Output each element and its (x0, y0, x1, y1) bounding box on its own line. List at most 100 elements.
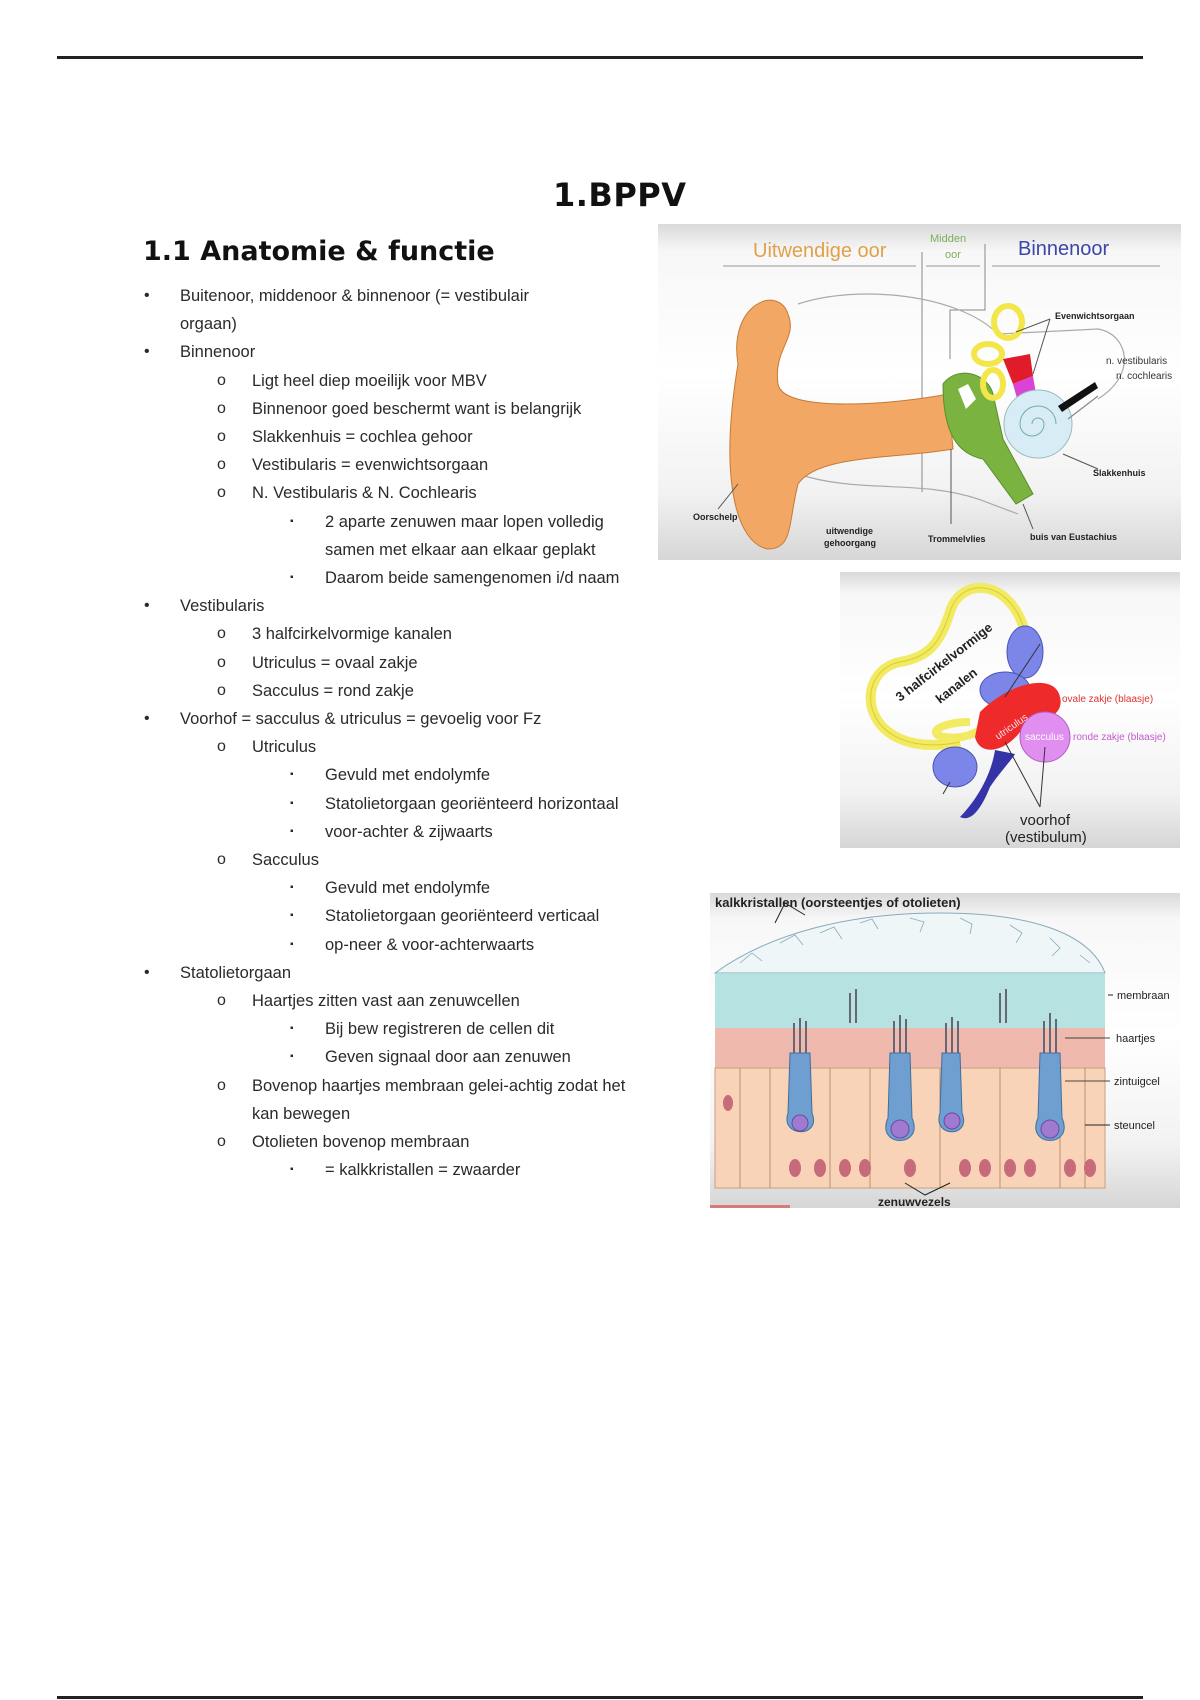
list-item-text: Utriculus = ovaal zakje (252, 653, 418, 672)
label-zintuigcel: zintuigcel (1114, 1076, 1160, 1088)
list-item-text: Ligt heel diep moeilijk voor MBV (252, 371, 487, 390)
bullet-marker-icon: • (144, 343, 150, 361)
label-steuncel: steuncel (1114, 1120, 1155, 1132)
bullet-marker-icon: o (217, 992, 226, 1009)
bullet-marker-icon: o (217, 851, 226, 868)
list-item-text: N. Vestibularis & N. Cochlearis (252, 484, 477, 503)
bullet-marker-icon: ▪ (290, 938, 294, 950)
document-title: 1.BPPV (553, 176, 687, 214)
label-gehoorgang-1: uitwendige (826, 526, 873, 536)
list-item-level-3: ▪ op-neer & voor-achterwaarts (290, 931, 535, 959)
list-item-text: = kalkkristallen = zwaarder (325, 1161, 521, 1180)
label-ronde-zakje: ronde zakje (blaasje) (1073, 732, 1166, 743)
bullet-marker-icon: o (217, 1133, 226, 1150)
header-middle-ear-1: Midden (930, 233, 966, 245)
bullet-marker-icon: o (217, 456, 226, 474)
list-item-text: Bij bew registreren de cellen dit (325, 1020, 555, 1039)
list-item-text: Bovenop haartjes membraan gelei-achtig z… (252, 1076, 626, 1095)
list-item-level-1: • Binnenoor (144, 338, 256, 366)
list-item-level-2: o Ligt heel diep moeilijk voor MBV (217, 367, 487, 395)
list-item-text: Haartjes zitten vast aan zenuwcellen (252, 992, 520, 1010)
list-item-text: samen met elkaar aan elkaar geplakt (325, 540, 596, 559)
list-item-continuation: orgaan) (180, 310, 237, 338)
label-n-cochlearis: n. cochlearis (1116, 371, 1172, 382)
bullet-marker-icon: ▪ (290, 1023, 294, 1035)
bullet-marker-icon: o (217, 399, 226, 417)
video-progress-bar (710, 1205, 790, 1208)
list-item-level-3: ▪Daarom beide samengenomen i/d naam (290, 564, 620, 592)
list-item-text: Gevuld met endolymfe (325, 766, 491, 785)
label-oorschelp: Oorschelp (693, 512, 738, 522)
list-item-text: Utriculus (252, 738, 317, 757)
list-item-text: Voorhof = sacculus & utriculus = gevoeli… (180, 710, 542, 728)
list-item-level-2: o Vestibularis = evenwichtsorgaan (217, 451, 489, 479)
list-item-text: Vestibularis = evenwichtsorgaan (252, 456, 489, 475)
list-item-text: Sacculus = rond zakje (252, 681, 414, 700)
label-vestibulum: (vestibulum) (1005, 829, 1087, 846)
list-item-level-2: o Bovenop haartjes membraan gelei-achtig … (217, 1072, 626, 1100)
footer-rule (57, 1696, 1143, 1699)
list-item-text: Buitenoor, middenoor & binnenoor (= vest… (180, 287, 530, 305)
list-item-text: Statolietorgaan georiënteerd horizontaal (325, 794, 619, 813)
label-sacculus: sacculus (1025, 732, 1064, 743)
label-gehoorgang-2: gehoorgang (824, 538, 876, 548)
vestibule-diagram: 3 halfcirkelvormige kanalen utriculus sa… (865, 582, 1166, 846)
header-middle-ear-2: oor (945, 249, 961, 261)
bullet-marker-icon: o (217, 1076, 226, 1094)
bullet-marker-icon: • (144, 597, 150, 615)
section-title: 1.1 Anatomie & functie (143, 236, 495, 267)
list-item-continuation: samen met elkaar aan elkaar geplakt (325, 536, 596, 564)
bullet-marker-icon: o (217, 484, 226, 502)
bullet-marker-icon: ▪ (290, 515, 294, 527)
list-item-level-3: ▪ Statolietorgaan georiënteerd horizontaa… (290, 790, 619, 818)
list-item-level-2: o Haartjes zitten vast aan zenuwcellen (217, 987, 520, 1015)
list-item-text: Vestibularis (180, 597, 265, 616)
header-outer-ear: Uitwendige oor (753, 240, 887, 262)
list-item-level-3: ▪ 2 aparte zenuwen maar lopen volledig (290, 508, 604, 536)
header-inner-ear: Binnenoor (1018, 238, 1110, 260)
list-item-level-1: • Voorhof = sacculus & utriculus = gevoel… (144, 705, 542, 733)
list-item-level-3: ▪ Bij bew registreren de cellen dit (290, 1015, 555, 1043)
list-item-text: Binnenoor goed beschermt want is belangr… (252, 399, 582, 418)
list-item-level-2: o Slakkenhuis = cochlea gehoor (217, 423, 473, 451)
list-item-text: Binnenoor (180, 343, 256, 362)
label-kalkkristallen: kalkkristallen (oorsteentjes of otoliete… (715, 895, 961, 910)
list-item-text: 2 aparte zenuwen maar lopen volledig (325, 512, 604, 531)
list-item-level-2: o Otolieten bovenop membraan (217, 1128, 470, 1156)
bullet-marker-icon: ▪ (290, 1051, 294, 1063)
list-item-text: 3 halfcirkelvormige kanalen (252, 625, 452, 644)
list-item-text: Otolieten bovenop membraan (252, 1133, 470, 1151)
list-item-level-3: ▪ Geven signaal door aan zenuwen (290, 1043, 571, 1071)
list-item-text: kan bewegen (252, 1104, 351, 1123)
bullet-marker-icon: ▪ (290, 797, 294, 809)
list-item-text: Geven signaal door aan zenuwen (325, 1048, 571, 1067)
list-item-level-3: ▪Gevuld met endolymfe (290, 761, 491, 789)
bullet-marker-icon: o (217, 371, 226, 389)
bullet-marker-icon: ▪ (290, 1164, 294, 1176)
list-item-text: op-neer & voor-achterwaarts (325, 935, 535, 954)
list-item-continuation: kan bewegen (252, 1100, 350, 1128)
label-ovale-zakje: ovale zakje (blaasje) (1062, 694, 1153, 705)
label-slakkenhuis: Slakkenhuis (1093, 468, 1146, 478)
bullet-marker-icon: ▪ (290, 825, 294, 837)
bullet-marker-icon: ▪ (290, 910, 294, 922)
bullet-marker-icon: ▪ (290, 882, 294, 894)
label-evenwichtsorgaan: Evenwichtsorgaan (1055, 311, 1135, 321)
bullet-marker-icon: • (144, 287, 150, 304)
bullet-marker-icon: • (144, 710, 150, 727)
label-voorhof: voorhof (1020, 812, 1071, 829)
list-item-text: Slakkenhuis = cochlea gehoor (252, 428, 473, 446)
list-item-text: voor-achter & zijwaarts (325, 822, 493, 841)
list-item-level-3: ▪ voor-achter & zijwaarts (290, 818, 493, 846)
label-haartjes: haartjes (1116, 1033, 1156, 1045)
list-item-text: Daarom beide samengenomen i/d naam (325, 569, 620, 587)
list-item-text: Statolietorgaan (180, 963, 291, 982)
label-zenuwvezels: zenuwvezels (878, 1195, 951, 1208)
list-item-level-1: •Statolietorgaan (144, 959, 291, 987)
bullet-marker-icon: o (217, 428, 226, 445)
label-buis-van-eustachius: buis van Eustachius (1030, 532, 1117, 542)
